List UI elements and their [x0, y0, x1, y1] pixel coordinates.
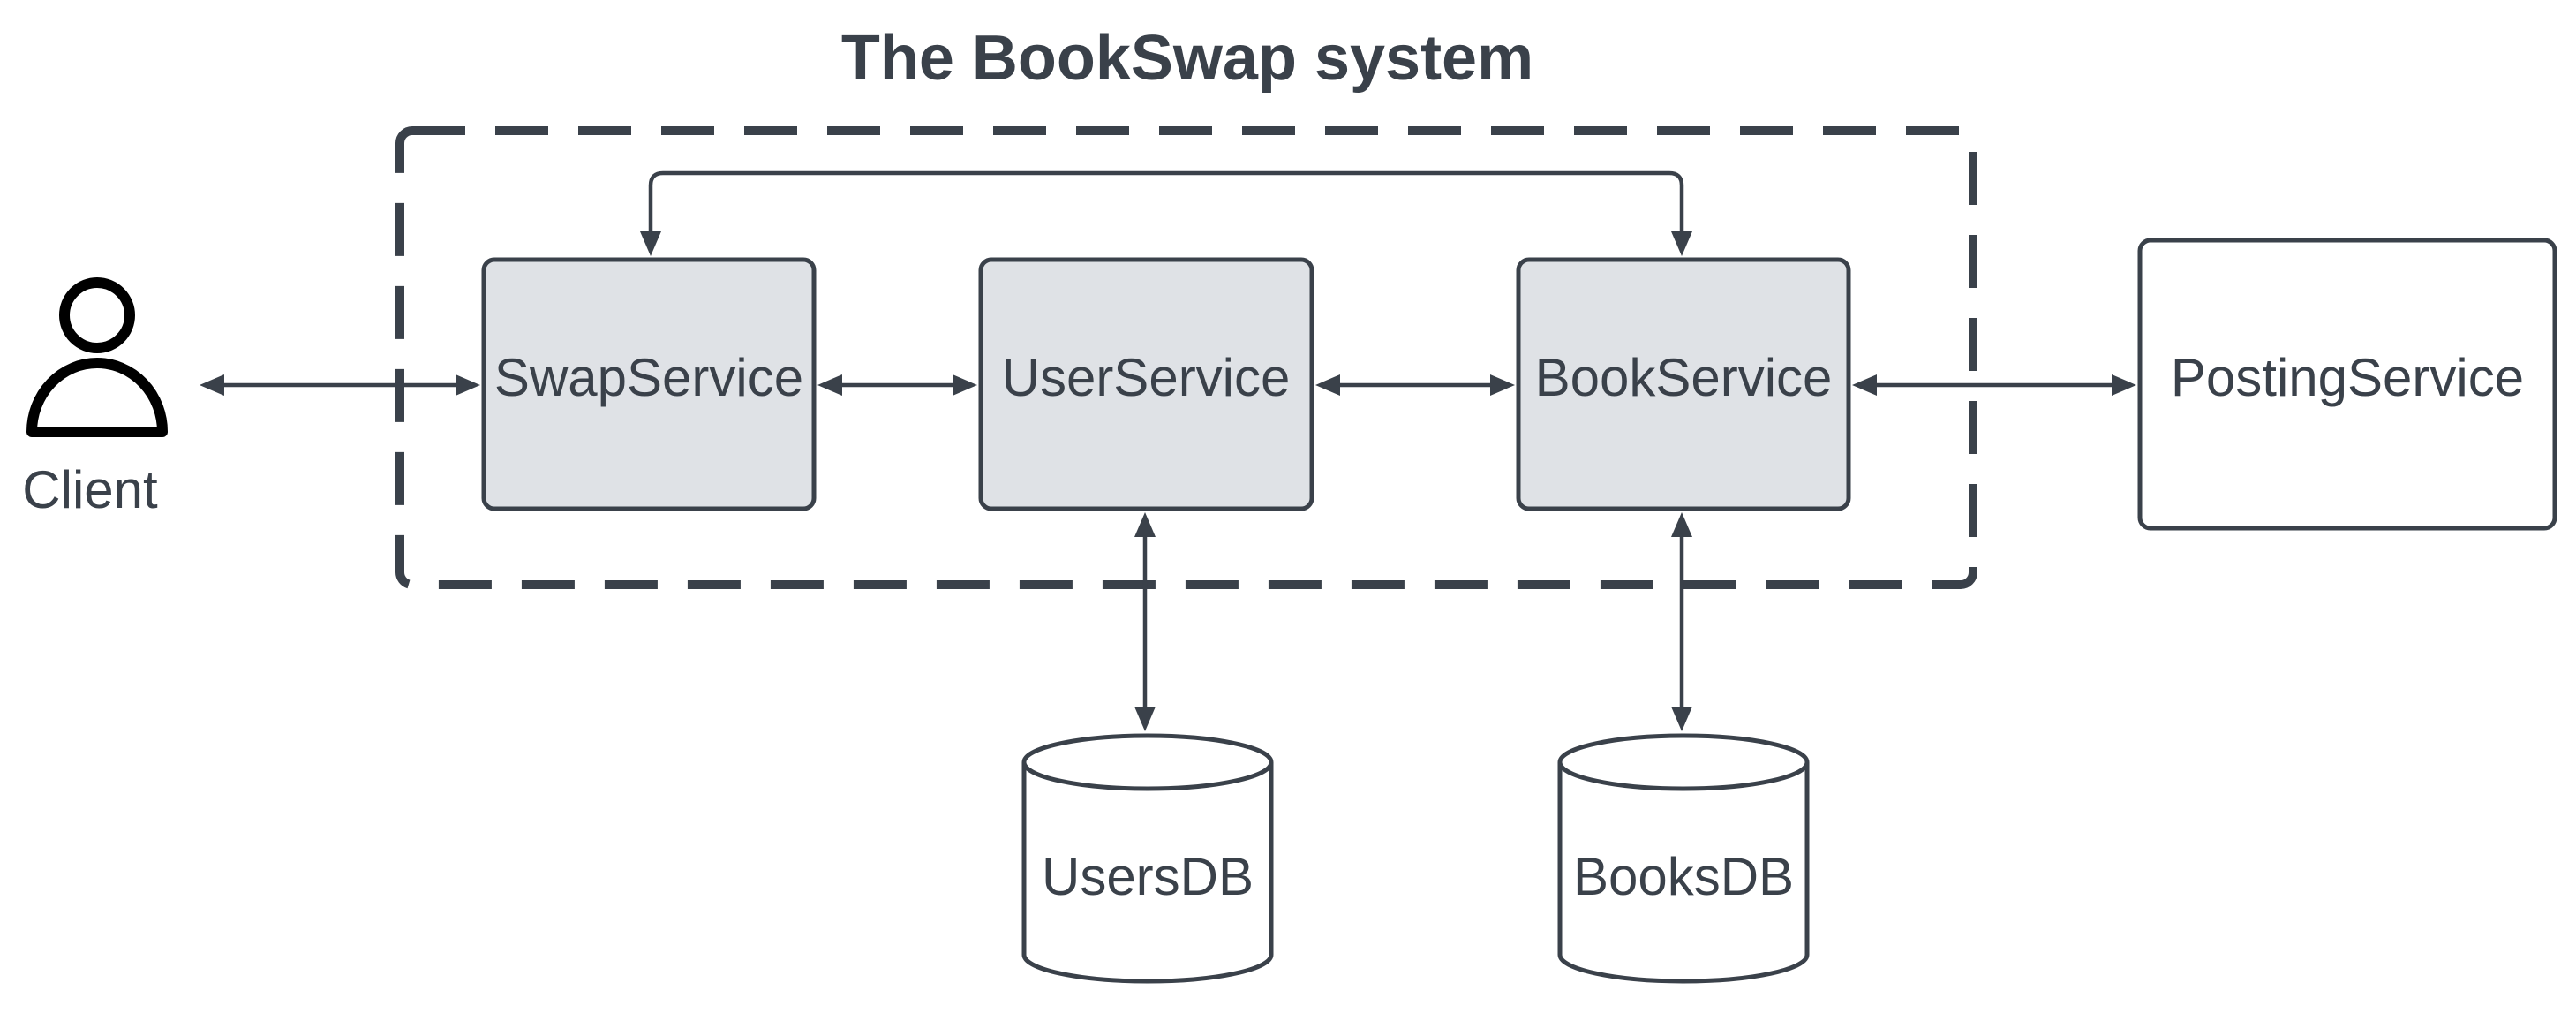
- users-db-cylinder: UsersDB: [1021, 733, 1274, 984]
- connector-swap-book: [640, 170, 1692, 256]
- posting-service-box: PostingService: [2137, 238, 2557, 531]
- system-boundary: [395, 126, 1977, 589]
- swap-service-label: SwapService: [494, 348, 803, 407]
- connector-book-booksdb: [1671, 512, 1692, 731]
- books-db-cylinder: BooksDB: [1557, 733, 1810, 984]
- connector-user-book: [1315, 374, 1515, 396]
- user-service-label: UserService: [1002, 348, 1291, 407]
- person-icon: [26, 277, 168, 437]
- user-service-box: UserService: [978, 257, 1314, 511]
- connector-book-posting: [1852, 374, 2136, 396]
- books-db-label: BooksDB: [1573, 847, 1794, 906]
- swap-service-box: SwapService: [481, 257, 817, 511]
- client-actor: Client: [22, 277, 168, 519]
- posting-service-label: PostingService: [2171, 348, 2524, 407]
- connector-swap-user: [817, 374, 977, 396]
- book-service-label: BookService: [1535, 348, 1833, 407]
- book-service-box: BookService: [1516, 257, 1851, 511]
- connector-client-swap: [200, 374, 480, 396]
- client-label: Client: [22, 460, 158, 519]
- connector-user-usersdb: [1134, 512, 1156, 731]
- users-db-label: UsersDB: [1042, 847, 1254, 906]
- diagram-title: The BookSwap system: [841, 23, 1533, 94]
